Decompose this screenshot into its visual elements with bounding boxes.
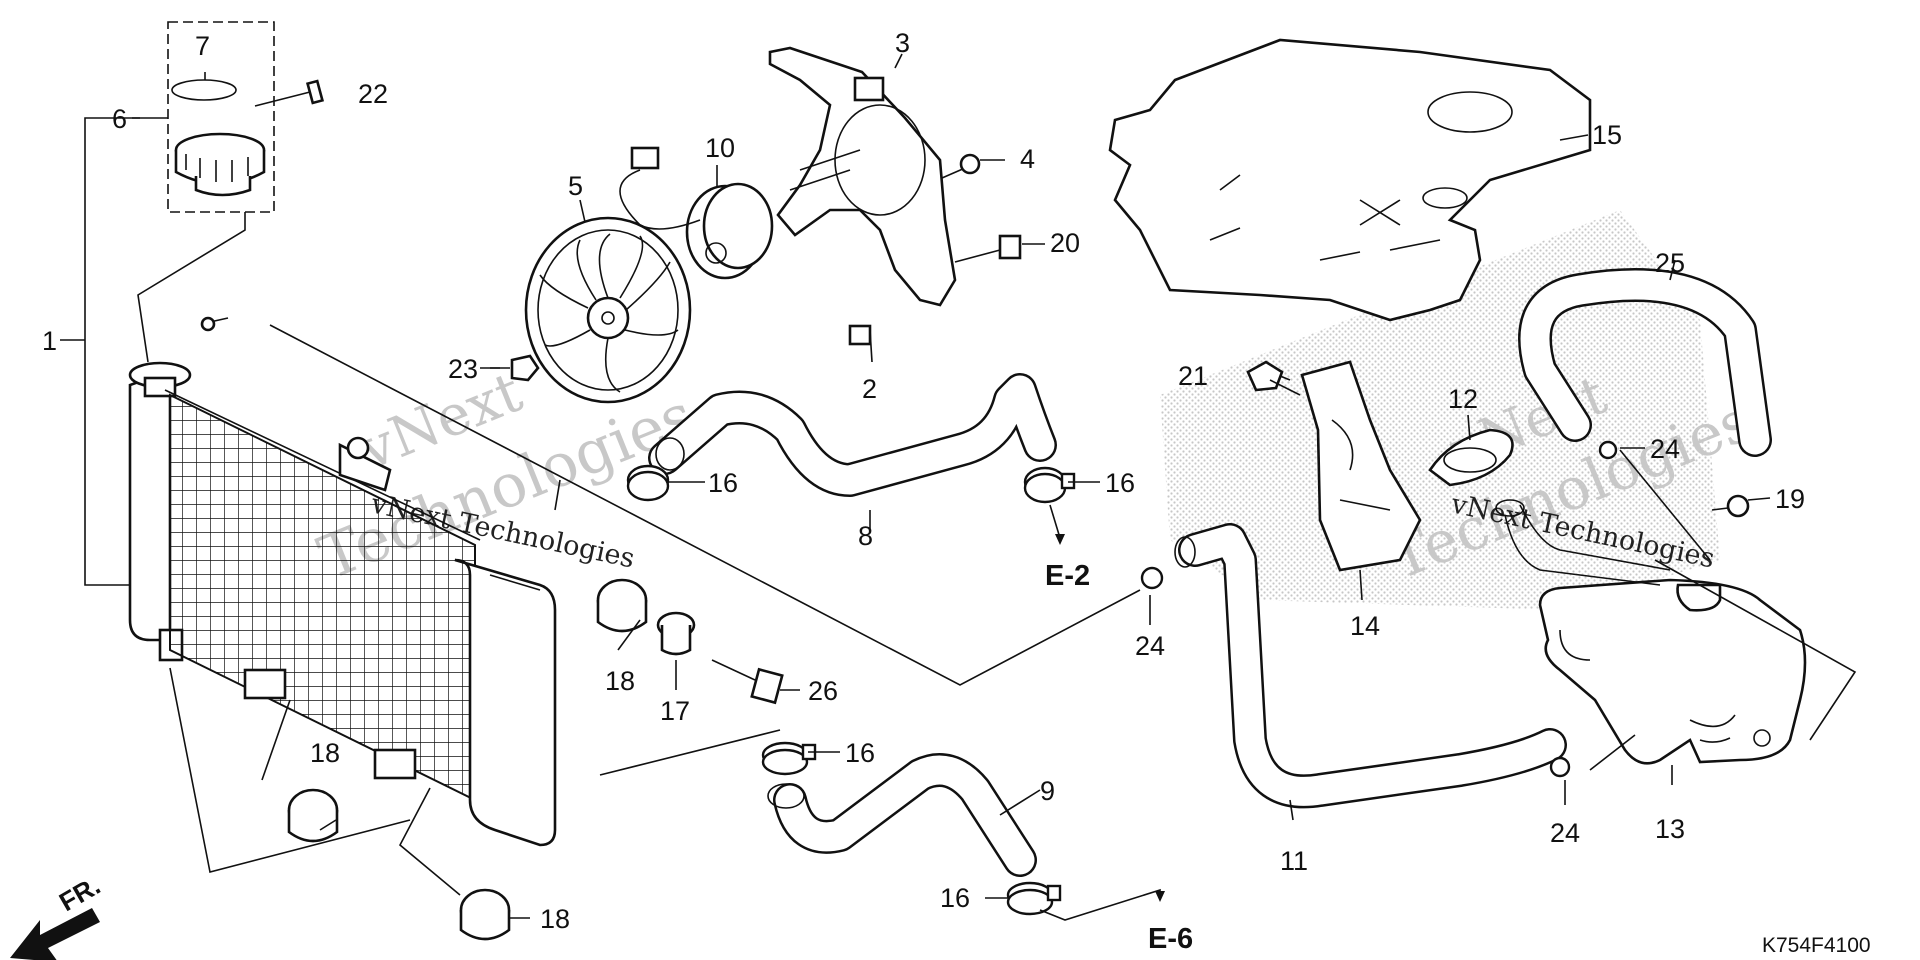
hose-clamp-part [626,464,670,502]
callout-number: 4 [1020,144,1035,174]
callout-number: 2 [862,374,877,404]
callout-number: 25 [1655,248,1685,278]
radiator-hose-part [767,753,1037,877]
callout-number: 22 [358,79,388,109]
callout-number: 6 [112,104,127,134]
callout-number: 24 [1135,631,1165,661]
hose-clip-part [1549,756,1571,778]
callout-number: 16 [845,738,875,768]
bolt-part [954,234,1022,263]
bolt-part [1711,494,1750,518]
callout-number: 26 [808,676,838,706]
grommet-part [287,788,339,843]
callout-number: 7 [195,31,210,61]
callout-number: 17 [660,696,690,726]
callout-number: 5 [568,171,583,201]
bolt-part [1246,360,1301,396]
clip-nut-part [848,324,872,346]
o-ring-part [171,79,237,101]
callout-number: 20 [1050,228,1080,258]
cooling-fan-part [524,216,692,404]
callout-number: 23 [448,354,478,384]
collar-part [656,611,696,656]
hose-clamp-part [1023,466,1076,504]
coolant-hose-part [1174,523,1567,809]
shaded-area [1160,210,1720,610]
callout-number: 21 [1178,361,1208,391]
front-direction-arrow: FR. [10,870,105,960]
leader-lines [169,53,1857,921]
front-marker-text: FR. [54,870,105,917]
callout-number: 18 [310,738,340,768]
reserve-tank-cover-part [1108,38,1592,322]
callout-number: 15 [1592,120,1622,150]
callout-number: 9 [1040,776,1055,806]
callout-labels: 1 2 3 4 5 6 7 8 9 10 11 12 13 14 15 16 1… [42,28,1805,934]
hose-clamp-part [1006,881,1062,916]
grommet-part [596,578,648,633]
group-bracket-part1 [60,117,150,586]
fan-motor-part [619,146,774,280]
cap-group-box [167,21,275,213]
callout-number: 10 [705,133,735,163]
callout-number: 11 [1280,846,1308,876]
radiator-hose-part [648,373,1057,497]
callout-number: 16 [708,468,738,498]
callout-number: 3 [895,28,910,58]
reference-label-e6: E-6 [1148,923,1193,955]
hose-clamp-part [761,741,817,776]
leader-line [137,212,246,363]
callout-number: 1 [42,326,57,356]
callout-number: 16 [940,883,970,913]
callout-number: 18 [540,904,570,934]
callout-number: 18 [605,666,635,696]
radiator-cap-part [174,132,266,197]
tank-bracket-part [1300,360,1422,572]
overflow-hose-part [1518,268,1772,457]
radiator-part [128,316,557,847]
grommet-part [459,888,511,941]
reference-label-e2: E-2 [1045,560,1090,592]
fan-shroud-part [768,46,957,307]
diagram-code: K754F4100 [1762,934,1871,957]
callout-number: 19 [1775,484,1805,514]
callout-number: 16 [1105,468,1135,498]
callout-number: 24 [1550,818,1580,848]
callout-number: 12 [1448,384,1478,414]
screw-part [254,79,325,107]
reserve-tank-part [1538,578,1807,765]
callout-number: 24 [1650,434,1680,464]
callout-number: 13 [1655,814,1685,844]
bolt-part [711,659,784,705]
filler-hose-part [1495,499,1671,586]
hose-clip-part [1598,440,1618,460]
bolt-part [941,153,981,179]
hose-clip-part [1140,566,1164,590]
callout-number: 8 [858,521,873,551]
callout-number: 14 [1350,611,1380,641]
tank-cap-part [1428,428,1514,487]
